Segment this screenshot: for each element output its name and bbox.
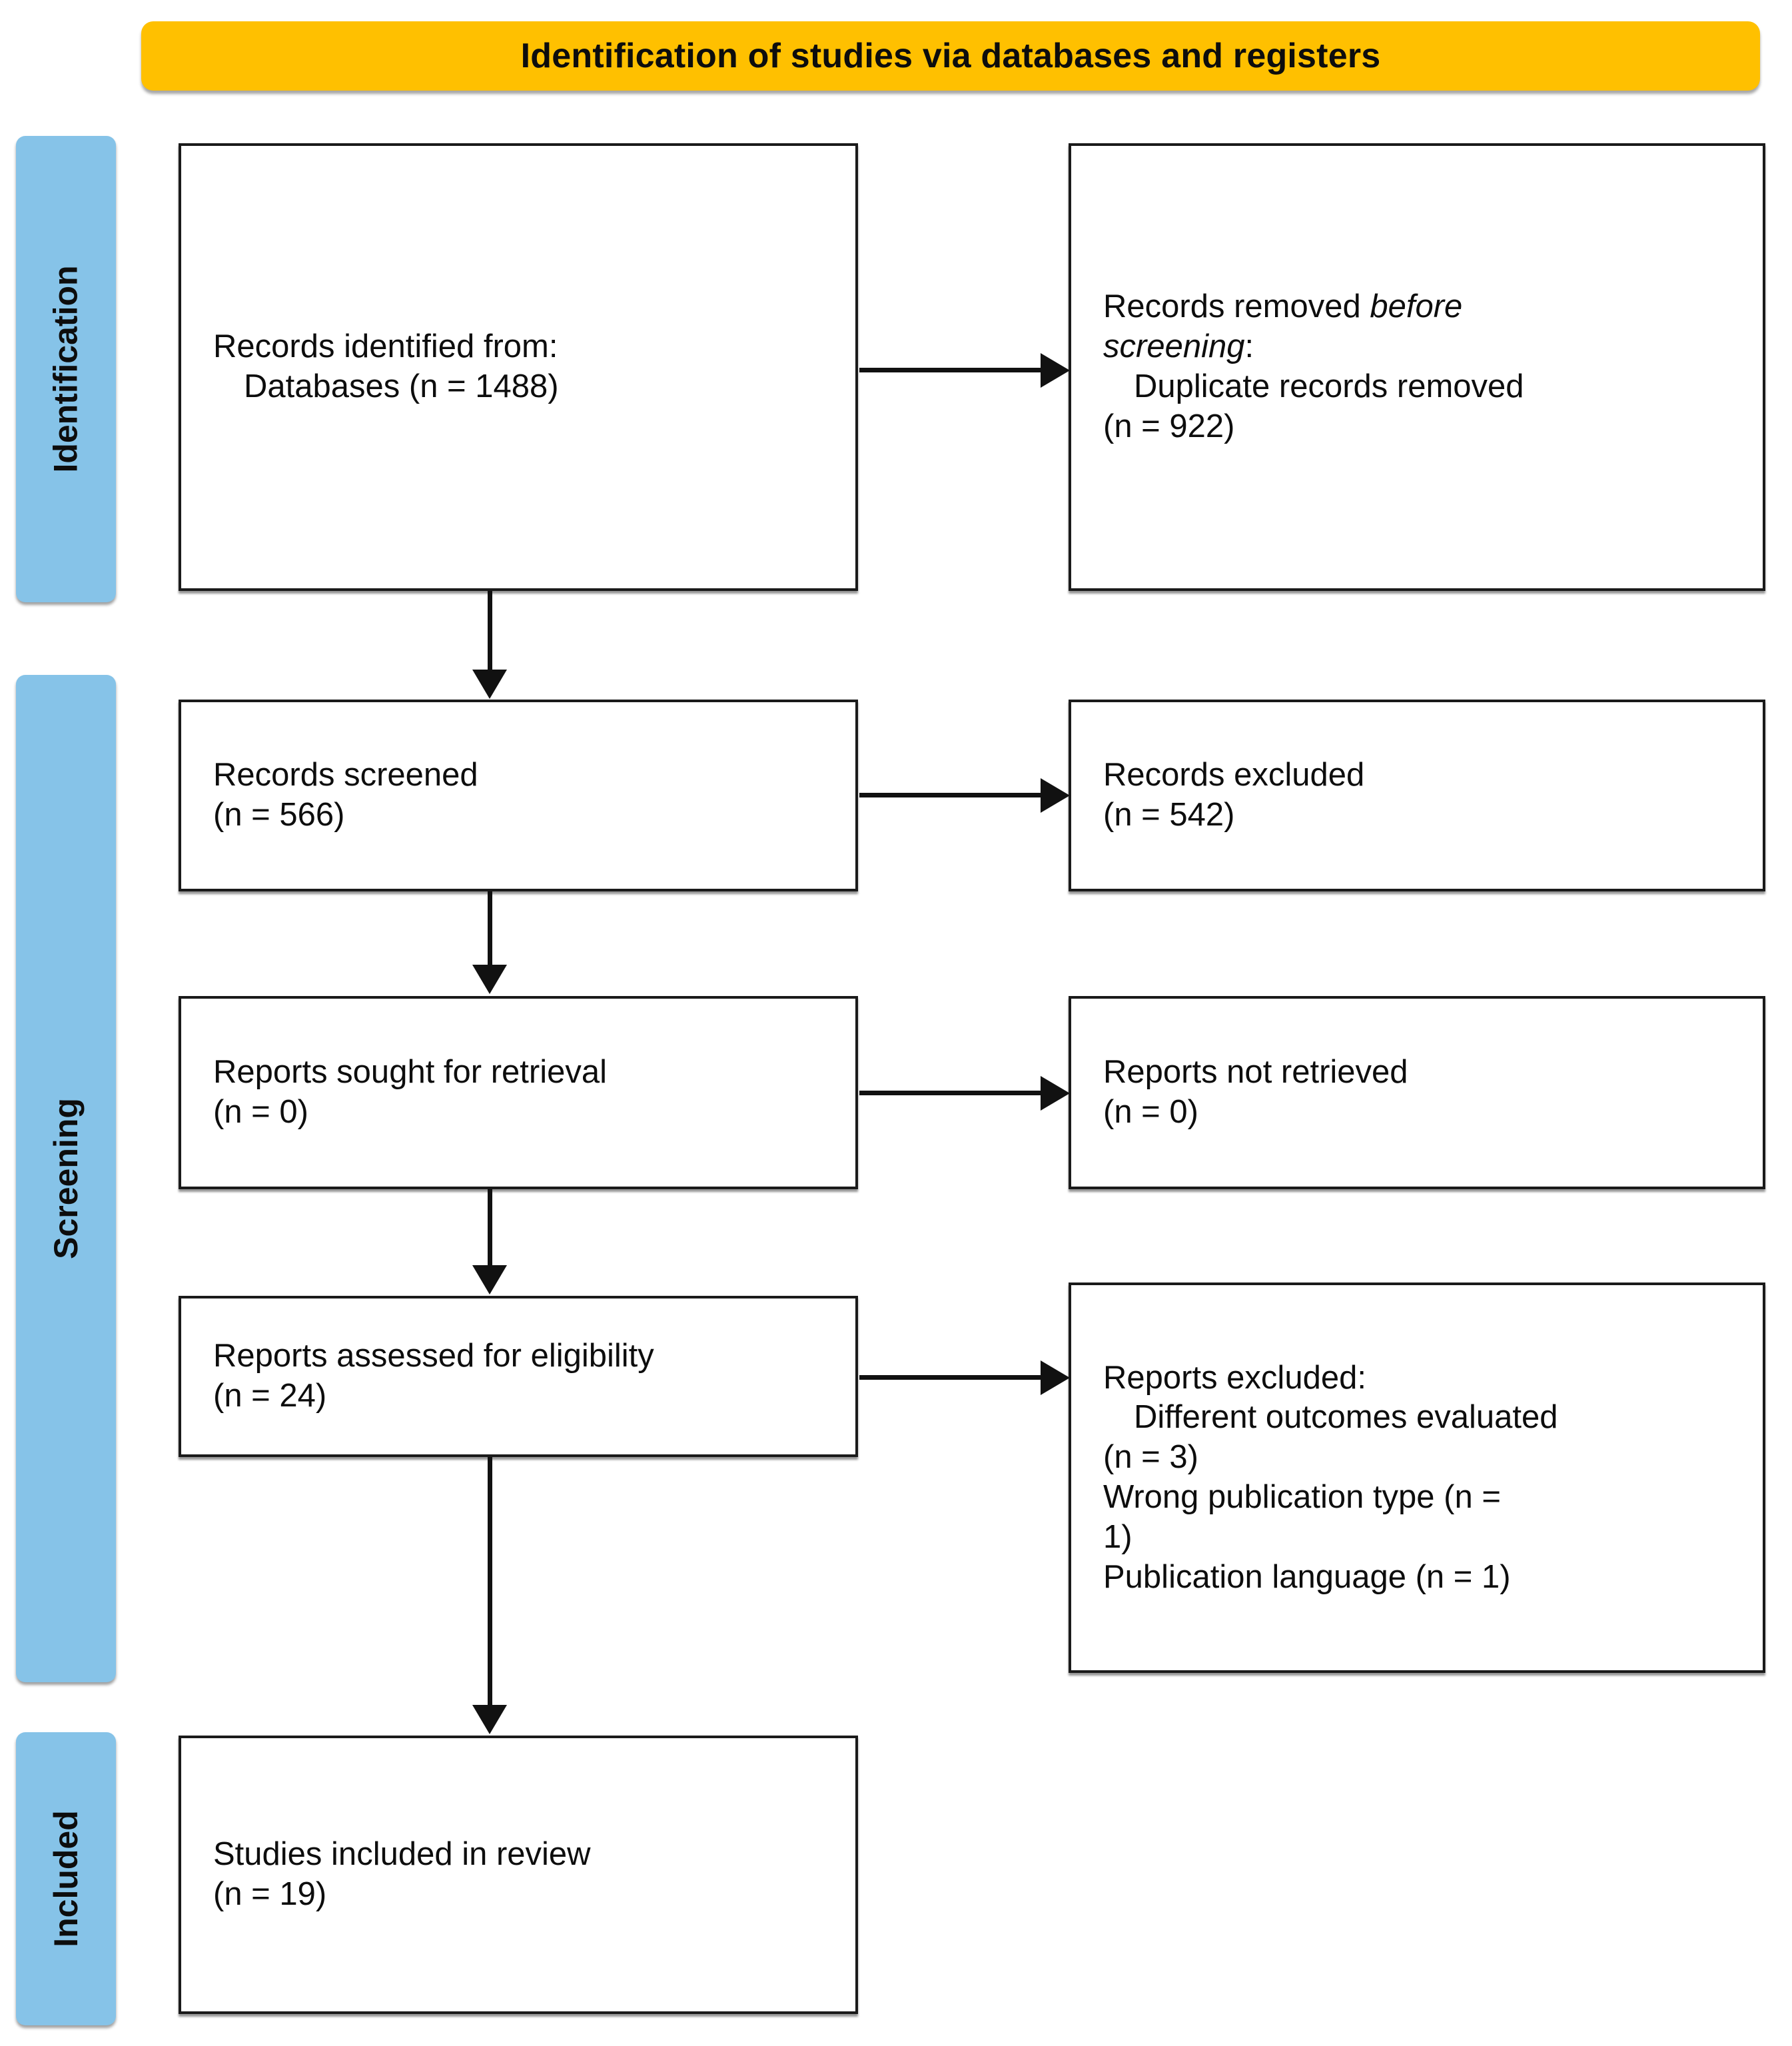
- studies-included-line1: Studies included in review: [213, 1836, 591, 1873]
- stage-label-screening: Screening: [47, 1098, 85, 1259]
- banner-title: Identification of studies via databases …: [520, 37, 1381, 75]
- stage-bar-screening: Screening: [16, 675, 116, 1682]
- box-reports-assessed-text: Reports assessed for eligibility (n = 24): [181, 1336, 855, 1416]
- records-removed-line1-italic: before: [1370, 288, 1463, 325]
- connector-assessed-to-included-arrow: [472, 1705, 507, 1734]
- reports-sought-line1: Reports sought for retrieval: [213, 1054, 607, 1091]
- reports-excluded-line2: Different outcomes evaluated: [1134, 1399, 1558, 1436]
- identification-banner: Identification of studies via databases …: [141, 21, 1760, 91]
- box-reports-sought: Reports sought for retrieval(n = 0): [179, 996, 858, 1189]
- box-records-screened-text: Records screened (n = 566): [181, 756, 855, 835]
- connector-assessed-to-reports-excluded-arrow: [1041, 1360, 1070, 1395]
- records-screened-line2: (n = 566): [213, 797, 345, 833]
- box-reports-excluded: Reports excluded:Different outcomes eval…: [1069, 1282, 1765, 1673]
- reports-sought-line2: (n = 0): [213, 1094, 308, 1130]
- stage-label-identification: Identification: [47, 265, 85, 473]
- connector-screened-to-sought-arrow: [472, 965, 507, 994]
- box-reports-not-retrieved: Reports not retrieved(n = 0): [1069, 996, 1765, 1189]
- box-records-excluded: Records excluded (n = 542): [1069, 700, 1765, 891]
- stage-bar-included: Included: [16, 1732, 116, 2025]
- connector-sought-to-not-retrieved-arrow: [1041, 1076, 1070, 1111]
- reports-assessed-line2: (n = 24): [213, 1378, 327, 1414]
- records-identified-line1: Records identified from:: [213, 328, 558, 365]
- records-removed-line2-italic: screening: [1103, 328, 1245, 365]
- box-studies-included-text: Studies included in review(n = 19): [181, 1835, 855, 1915]
- box-records-identified: Records identified from:Databases (n = 1…: [179, 143, 858, 591]
- records-excluded-line2: (n = 542): [1103, 797, 1235, 833]
- box-records-screened: Records screened (n = 566): [179, 700, 858, 891]
- connector-screened-to-sought-line: [488, 891, 492, 966]
- connector-identified-to-screened-line: [488, 591, 492, 671]
- connector-sought-to-assessed-line: [488, 1189, 492, 1268]
- box-records-removed: Records removed before screening:Duplicat…: [1069, 143, 1765, 591]
- records-removed-line1-plain: Records removed: [1103, 288, 1370, 325]
- box-records-identified-text: Records identified from:Databases (n = 1…: [181, 327, 855, 407]
- connector-identified-to-removed-arrow: [1041, 353, 1070, 388]
- studies-included-line2: (n = 19): [213, 1876, 327, 1912]
- connector-screened-to-excluded-arrow: [1041, 778, 1070, 813]
- box-reports-not-retrieved-text: Reports not retrieved(n = 0): [1071, 1053, 1763, 1133]
- reports-excluded-line1: Reports excluded:: [1103, 1359, 1366, 1396]
- stage-label-included: Included: [47, 1810, 85, 1947]
- reports-not-retrieved-line1: Reports not retrieved: [1103, 1054, 1408, 1091]
- records-excluded-line1: Records excluded: [1103, 757, 1365, 793]
- reports-excluded-line4: Wrong publication type (n =: [1103, 1479, 1501, 1515]
- box-studies-included: Studies included in review(n = 19): [179, 1736, 858, 2014]
- records-identified-line2: Databases (n = 1488): [244, 368, 559, 404]
- box-records-removed-text: Records removed before screening:Duplicat…: [1071, 287, 1763, 446]
- records-removed-line3: Duplicate records removed: [1134, 368, 1524, 404]
- box-reports-excluded-text: Reports excluded:Different outcomes eval…: [1071, 1358, 1763, 1598]
- box-reports-assessed: Reports assessed for eligibility (n = 24): [179, 1296, 858, 1457]
- connector-sought-to-assessed-arrow: [472, 1265, 507, 1294]
- reports-excluded-line5: 1): [1103, 1518, 1132, 1555]
- box-reports-sought-text: Reports sought for retrieval(n = 0): [181, 1053, 855, 1133]
- reports-excluded-line6: Publication language (n = 1): [1103, 1558, 1511, 1595]
- connector-screened-to-excluded-line: [859, 793, 1042, 797]
- stage-bar-identification: Identification: [16, 136, 116, 602]
- records-removed-line2-plain: :: [1244, 328, 1254, 365]
- reports-excluded-line3: (n = 3): [1103, 1439, 1198, 1476]
- connector-assessed-to-reports-excluded-line: [859, 1375, 1042, 1380]
- connector-identified-to-screened-arrow: [472, 670, 507, 699]
- reports-not-retrieved-line2: (n = 0): [1103, 1094, 1198, 1130]
- records-screened-line1: Records screened: [213, 757, 478, 793]
- reports-assessed-line1: Reports assessed for eligibility: [213, 1338, 654, 1374]
- records-removed-line4: (n = 922): [1103, 408, 1235, 444]
- connector-identified-to-removed-line: [859, 368, 1042, 372]
- box-records-excluded-text: Records excluded (n = 542): [1071, 756, 1763, 835]
- connector-assessed-to-included-line: [488, 1457, 492, 1706]
- connector-sought-to-not-retrieved-line: [859, 1091, 1042, 1095]
